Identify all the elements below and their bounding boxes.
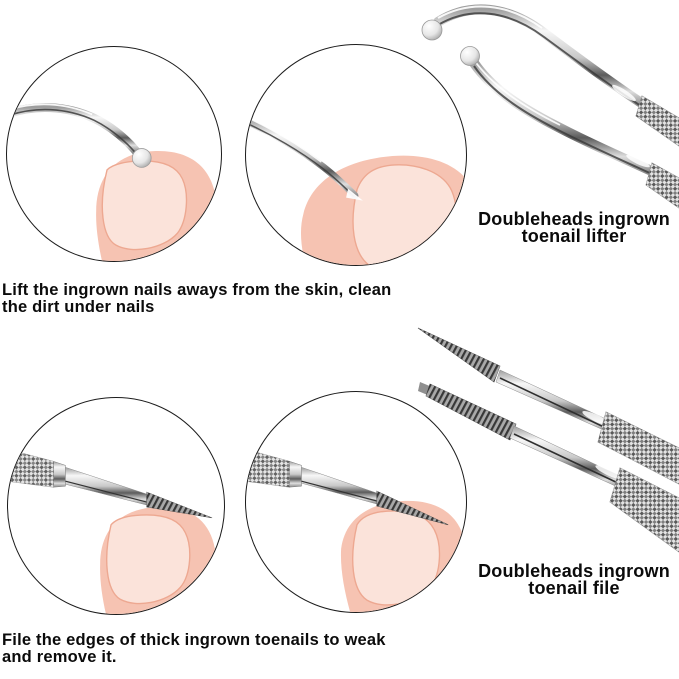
toenail — [101, 160, 188, 251]
knurl-texture — [636, 96, 679, 146]
ball-tip-icon — [421, 19, 443, 41]
toe-graphic — [100, 506, 217, 614]
shaft-glint — [595, 465, 621, 479]
ball-tip-icon — [131, 148, 152, 168]
lifter-caption-line2: toenail lifter — [521, 226, 627, 246]
toenail — [106, 514, 191, 605]
file-demo-1-illustration — [8, 449, 217, 614]
tool-shading-line — [65, 480, 147, 503]
knurl-texture — [646, 163, 679, 208]
shaft-glint — [582, 410, 610, 426]
file-tool-graphic — [246, 449, 449, 526]
demo-circle-lifter-1 — [6, 46, 222, 262]
tool-shaft — [495, 369, 609, 433]
tool-shading-line — [437, 12, 645, 109]
tool-highlight — [437, 5, 543, 29]
knurled-handle — [645, 162, 679, 209]
file-instruction-line1: File the edges of thick ingrown toenails… — [2, 631, 386, 649]
shaft-glint — [612, 84, 636, 102]
lifter-instruction: Lift the ingrown nails aways from the sk… — [2, 282, 472, 315]
knurl-texture — [598, 412, 679, 484]
lifter-demo-1-illustration — [7, 103, 218, 261]
tool-highlight — [473, 59, 561, 126]
toe-graphic — [96, 151, 218, 261]
file-demo-2-illustration — [246, 449, 466, 612]
toe-graphic — [340, 501, 466, 612]
file-tool-graphic — [8, 449, 213, 519]
tool-shaft — [7, 103, 142, 157]
ball-tip-icon — [460, 46, 480, 66]
knurled-handle — [635, 95, 679, 147]
tool-tip-wedge — [346, 188, 363, 201]
knurl-texture — [246, 449, 290, 488]
serration-texture — [418, 328, 500, 382]
file-caption-line2: toenail file — [528, 578, 620, 598]
lifter-caption-line1: Doubleheads ingrown — [478, 209, 670, 229]
tool-shaft — [246, 117, 359, 200]
tool-shaft — [433, 4, 651, 111]
tool-shading-line — [499, 377, 607, 429]
lifter-tool-graphic — [246, 116, 363, 201]
lifter-demo-2-illustration — [246, 116, 466, 265]
file-instruction: File the edges of thick ingrown toenails… — [2, 632, 472, 665]
collar — [289, 461, 302, 488]
shaft-glint — [626, 154, 650, 168]
toenail — [352, 510, 441, 606]
knurl-texture — [610, 468, 679, 552]
tool-shading-line — [7, 108, 136, 153]
collar — [53, 461, 66, 488]
lifter-instruction-line1: Lift the ingrown nails aways from the sk… — [2, 281, 392, 299]
file-caption-line1: Doubleheads ingrown — [478, 561, 670, 581]
toenail — [352, 164, 458, 265]
lifter-caption: Doubleheads ingrown toenail lifter — [468, 209, 679, 246]
file-instruction-line2: and remove it. — [2, 647, 117, 666]
lifter-tool-2 — [460, 46, 679, 209]
serrated-tip — [417, 327, 501, 383]
knurl-texture — [8, 449, 54, 488]
lifter-instruction-line2: the dirt under nails — [2, 297, 155, 316]
tool-shaft — [469, 58, 661, 178]
tool-shading-line — [513, 433, 621, 485]
knurled-handle — [597, 411, 679, 485]
demo-circle-lifter-2 — [245, 44, 467, 266]
demo-circle-file-2 — [245, 391, 467, 613]
flat-tip — [418, 382, 432, 396]
tool-shading-line — [246, 122, 355, 198]
file-caption: Doubleheads ingrown toenail file — [468, 561, 679, 598]
lifter-tool-graphic — [7, 103, 152, 168]
tool-shaft — [509, 425, 623, 490]
tool-shading-line — [473, 65, 655, 176]
tool-shading-line — [301, 480, 377, 502]
knurled-handle — [609, 467, 679, 553]
demo-circle-file-1 — [7, 397, 225, 615]
